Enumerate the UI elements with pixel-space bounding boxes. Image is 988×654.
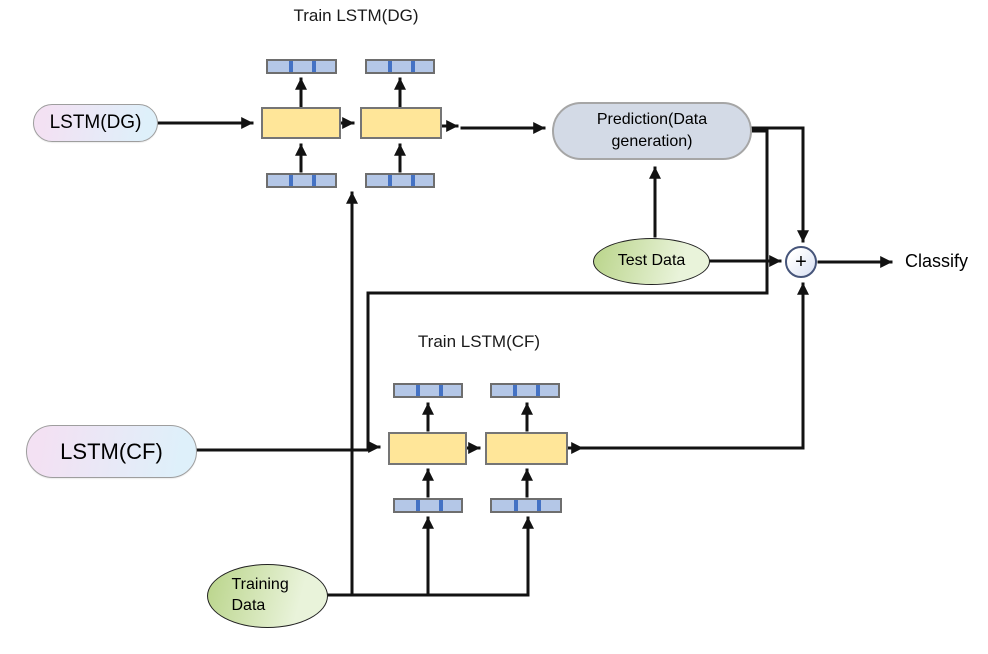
node-prediction-label: Prediction(Data generation) [596, 111, 708, 150]
node-prediction: Prediction(Data generation) [552, 102, 752, 160]
node-test-data: Test Data [593, 238, 710, 285]
embedding-vector-icon [490, 383, 560, 398]
node-training-data: Training Data [207, 564, 328, 628]
lstm-cell-icon [360, 107, 442, 139]
node-lstm-dg-label: LSTM(DG) [49, 112, 142, 133]
embedding-vector-icon [266, 59, 337, 74]
connector-prediction-to-sum [750, 126, 809, 243]
embedding-vector-icon [393, 498, 463, 513]
node-lstm-cf: LSTM(CF) [26, 425, 197, 478]
node-lstm-dg: LSTM(DG) [33, 104, 158, 142]
lstm-cell-icon [388, 432, 467, 465]
embedding-vector-icon [393, 383, 463, 398]
connector-cf-to-sum [580, 282, 809, 450]
embedding-vector-icon [365, 59, 435, 74]
sum-label: + [795, 250, 807, 273]
embedding-vector-icon [365, 173, 435, 188]
connector-prediction-feedback-to-cf [366, 129, 769, 453]
node-training-data-label: Training Data [231, 576, 289, 614]
embedding-vector-icon [266, 173, 337, 188]
label-classify: Classify [905, 251, 969, 271]
sum-plus-icon: + [785, 246, 817, 278]
title-train-lstm-dg: Train LSTM(DG) [293, 6, 419, 25]
node-lstm-cf-label: LSTM(CF) [60, 438, 163, 464]
lstm-cell-icon [261, 107, 341, 139]
embedding-vector-icon [490, 498, 562, 513]
lstm-cell-icon [485, 432, 568, 465]
title-train-lstm-cf: Train LSTM(CF) [417, 332, 541, 351]
node-test-data-label: Test Data [617, 252, 686, 270]
